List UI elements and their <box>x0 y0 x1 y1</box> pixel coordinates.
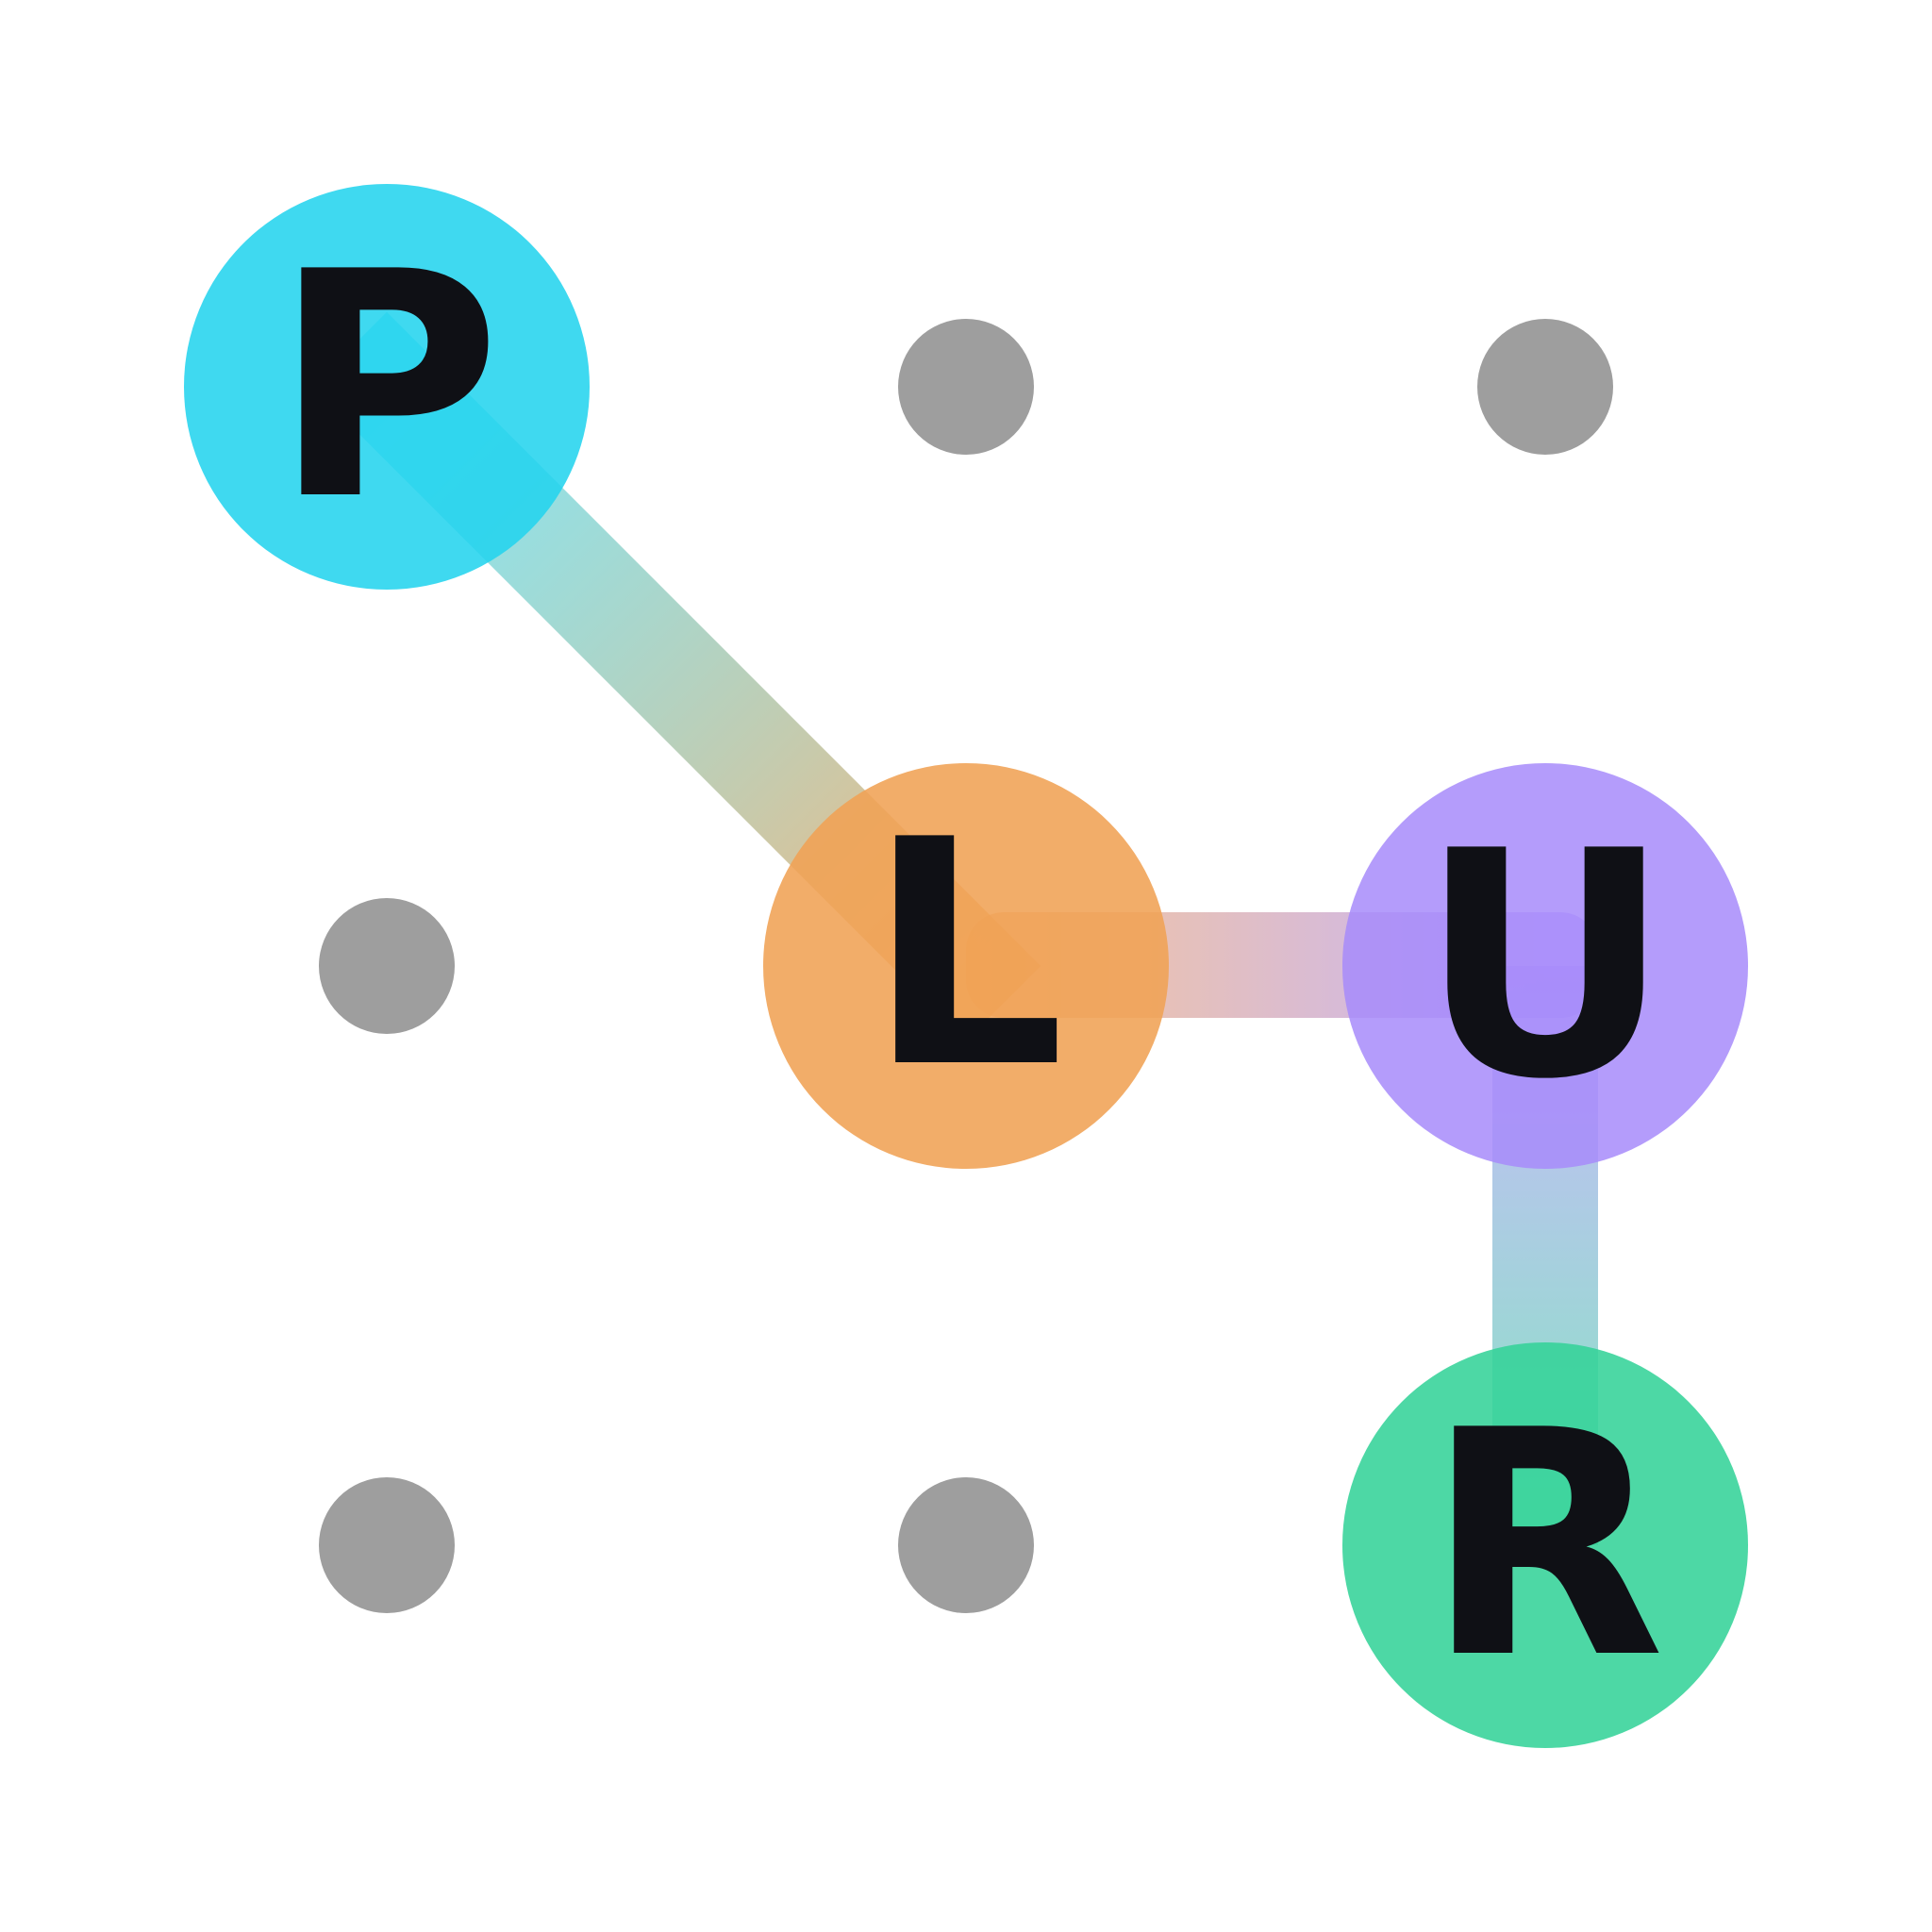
node-p-letter: P <box>273 206 501 568</box>
node-l: L <box>763 763 1169 1169</box>
node-l-letter: L <box>867 774 1065 1136</box>
node-u-letter: U <box>1419 785 1672 1147</box>
grid-dot-top-right <box>1477 319 1613 455</box>
node-r-letter: R <box>1425 1364 1665 1726</box>
grid-dot-middle-left <box>319 898 455 1034</box>
node-l-circle <box>763 763 1169 1169</box>
node-r: R <box>1342 1342 1748 1748</box>
grid-dot-top-middle <box>898 319 1034 455</box>
node-r-circle <box>1342 1342 1748 1748</box>
node-u-circle <box>1342 763 1748 1169</box>
node-p-circle <box>184 184 590 590</box>
grid-dot-bottom-left <box>319 1477 455 1613</box>
grid-dot-bottom-middle <box>898 1477 1034 1613</box>
node-p: P <box>184 184 590 590</box>
node-u: U <box>1342 763 1748 1169</box>
